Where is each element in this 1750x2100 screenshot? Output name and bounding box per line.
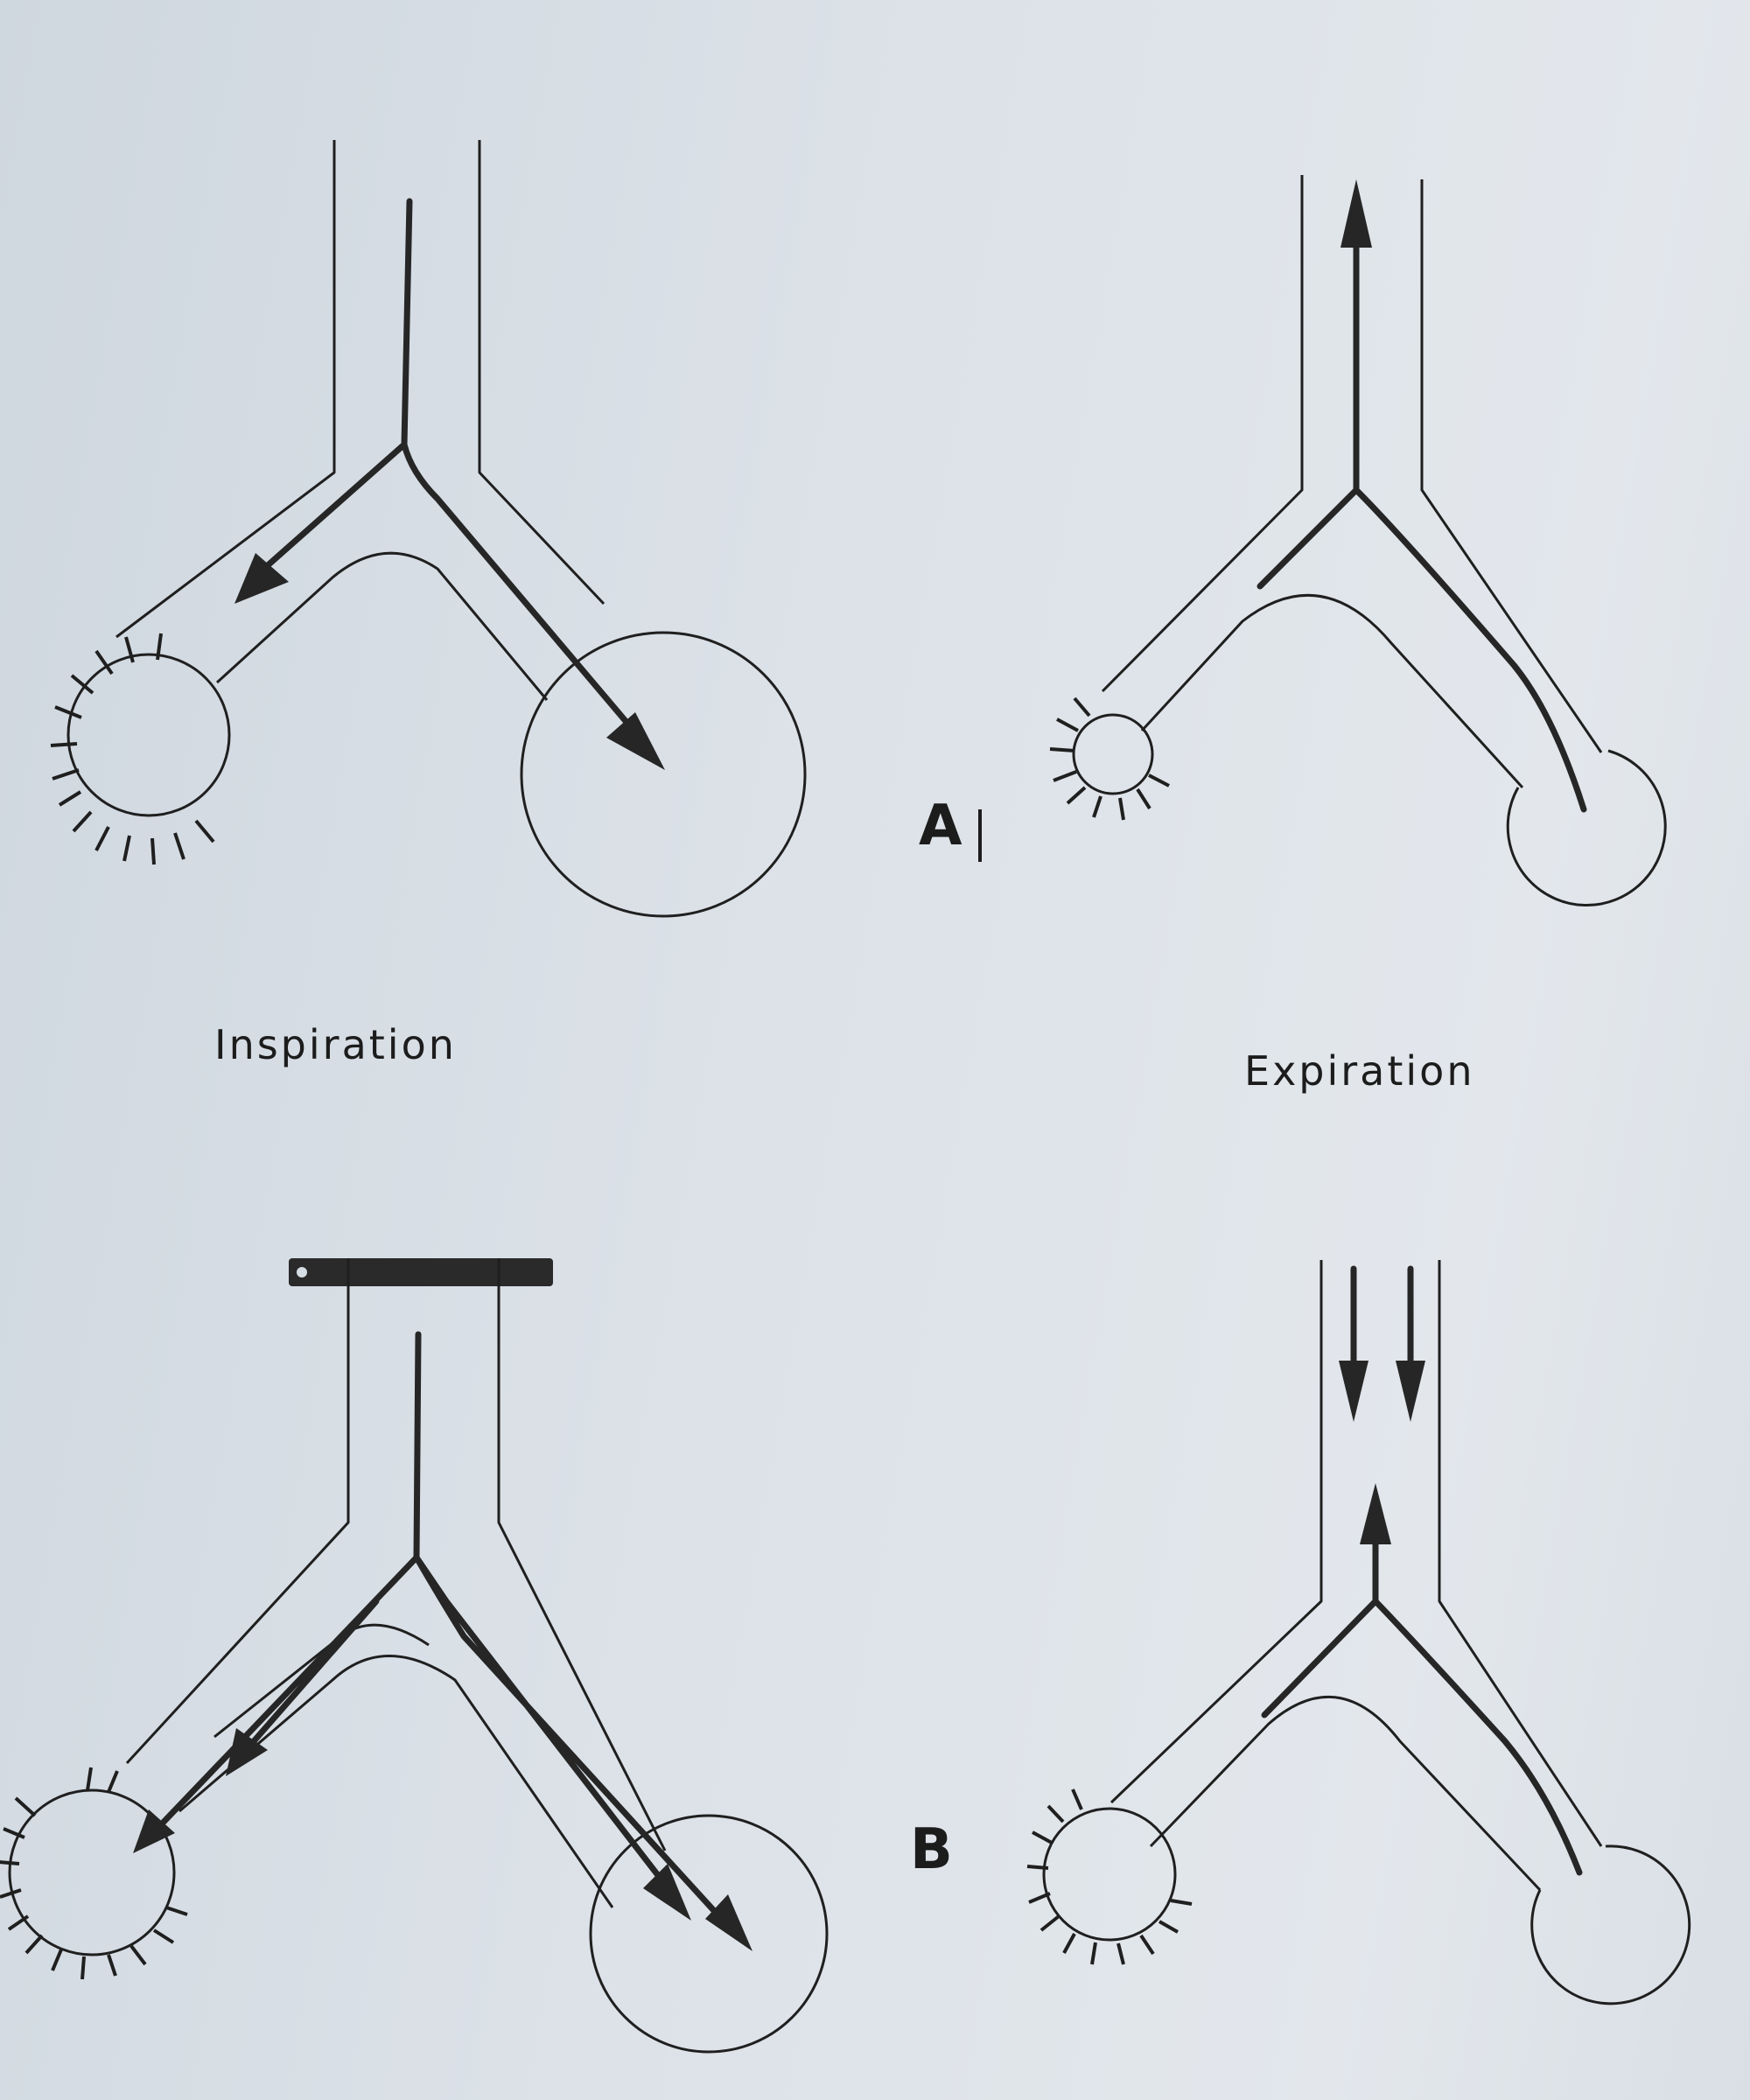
collapsed-alveolus — [1042, 1807, 1177, 1942]
inflated-alveolus — [1530, 1844, 1691, 2006]
caption-expiration: Expiration — [1244, 1047, 1474, 1095]
arrow-head-left-1 — [226, 1728, 268, 1776]
part-a-label: A — [919, 794, 962, 858]
arrow-head-left — [234, 553, 289, 604]
expiration-flow-line — [1261, 1519, 1583, 1876]
airway-outer-wall-right — [497, 1258, 667, 1852]
airway-inner-wall — [215, 551, 549, 701]
inspiration-flow-line — [145, 1331, 738, 1937]
arrow-head-left-2 — [133, 1810, 175, 1853]
diagram-b-inspiration — [0, 1258, 829, 2054]
airway-outer-wall-right — [1420, 179, 1603, 753]
arrow-head-up — [1340, 179, 1372, 248]
airway-inner-wall — [1149, 1696, 1542, 1892]
collapsed-alveolus — [8, 1788, 176, 1956]
airway-outer-wall-left — [1110, 1260, 1323, 1804]
collapsed-alveolus — [66, 653, 231, 817]
diagram-b-expiration — [1026, 1260, 1691, 2006]
airway-inner-wall — [1140, 593, 1524, 789]
inflated-alveolus — [520, 631, 807, 918]
arrow-head-up — [1360, 1483, 1391, 1544]
airway-outer-wall-left — [1101, 175, 1304, 693]
airway-outer-wall-right — [1438, 1260, 1603, 1847]
valve-bar — [289, 1258, 553, 1286]
airway-outer-wall-left — [116, 140, 336, 639]
diagram-a-expiration — [1049, 175, 1667, 907]
arrow-head-down-2 — [1396, 1361, 1425, 1422]
inflated-alveolus — [589, 1814, 829, 2054]
airway-inner-wall — [178, 1655, 614, 1908]
inspiration-flow-line — [248, 198, 634, 730]
airway-outer-wall-right — [478, 140, 606, 606]
collapsed-alveolus — [1072, 713, 1154, 795]
caption-inspiration: Inspiration — [214, 1021, 457, 1068]
alveolus-thickened-wall — [1026, 1788, 1193, 1965]
diagram-a-inspiration — [50, 140, 807, 918]
alveolus-thickened-wall — [0, 1767, 188, 1980]
arrow-head-down-1 — [1339, 1361, 1368, 1422]
valve-pin — [297, 1267, 307, 1278]
arrow-head-right-1 — [643, 1864, 691, 1921]
airway-outer-wall-left — [125, 1258, 350, 1765]
airway-mid-wall — [214, 1623, 430, 1739]
arrow-head-right-2 — [705, 1894, 752, 1951]
alveolus-thickened-wall — [50, 633, 215, 865]
inflated-alveolus — [1506, 749, 1667, 907]
alveolus-thickened-wall — [1049, 696, 1170, 821]
part-b-label: B — [910, 1817, 953, 1882]
arrow-head-right — [606, 712, 665, 770]
expiration-flow-line — [1256, 233, 1587, 813]
